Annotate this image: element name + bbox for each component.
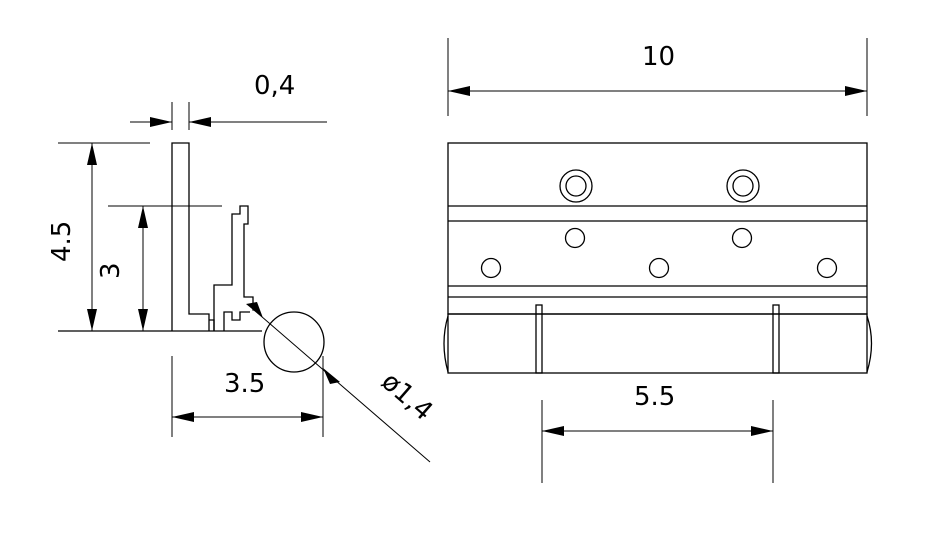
arrow-left (189, 117, 211, 127)
arrow-left (448, 86, 470, 96)
arrow-right (301, 412, 323, 422)
knuckle-barrel (447, 313, 868, 374)
thickness-dimension: 0,4 (130, 71, 327, 130)
arrow-down (138, 309, 148, 331)
front-view (443, 142, 873, 374)
arrow-up (87, 143, 97, 165)
barrel-right-end (866, 315, 873, 373)
overall-length-label: 10 (642, 42, 675, 72)
diameter-dimension: ø1,4 (246, 302, 438, 463)
arrow-up (138, 206, 148, 228)
countersunk-hole-left (559, 169, 593, 203)
vertical-leaf (171, 142, 210, 331)
inner-height-dimension: 3 (96, 205, 222, 331)
barrel-left-end (443, 315, 449, 373)
arrow-right (150, 117, 172, 127)
hole (480, 257, 502, 279)
arrow-right (751, 426, 773, 436)
arrow-right (845, 86, 867, 96)
hole (731, 227, 753, 249)
arrow-outer (323, 368, 340, 384)
total-height-dimension: 4.5 (47, 142, 150, 331)
hole (564, 227, 586, 249)
base-width-dimension: 3.5 (171, 356, 324, 437)
pin-circle (263, 311, 325, 373)
inner-height-label: 3 (96, 262, 126, 279)
overall-length-dimension: 10 (447, 38, 868, 116)
arrow-left (172, 412, 194, 422)
arrow-down (87, 309, 97, 331)
countersunk-hole-right (726, 169, 760, 203)
arrow-inner (246, 302, 263, 318)
leaf-bottom-detail (223, 311, 250, 331)
hole (648, 257, 670, 279)
base-width-label: 3.5 (224, 369, 265, 399)
knuckle-split-left (535, 304, 543, 374)
second-leaf (213, 205, 258, 331)
arrow-left (542, 426, 564, 436)
hole-spacing-label: 5.5 (634, 382, 675, 412)
side-profile (58, 142, 325, 373)
thickness-label: 0,4 (254, 71, 295, 101)
hinge-plate (447, 142, 868, 315)
foot-step (209, 319, 215, 331)
total-height-label: 4.5 (47, 221, 77, 262)
diameter-label: ø1,4 (375, 367, 438, 427)
hole-spacing-dimension: 5.5 (541, 382, 774, 483)
hole (816, 257, 838, 279)
knuckle-split-right (772, 304, 780, 374)
